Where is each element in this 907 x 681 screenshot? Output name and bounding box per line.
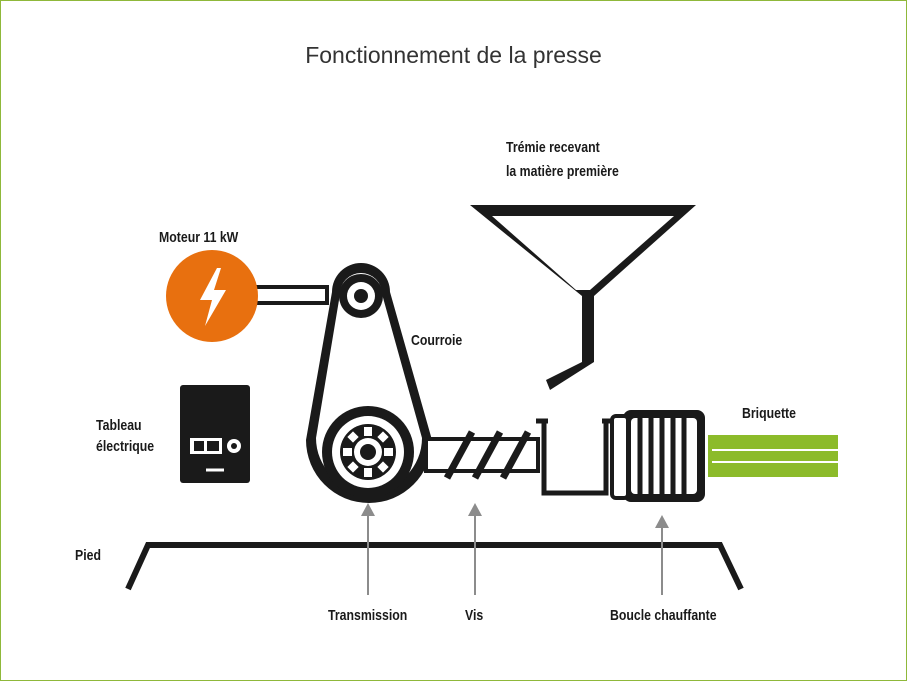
belt-label: Courroie	[411, 332, 463, 349]
diagram-title: Fonctionnement de la presse	[305, 42, 602, 68]
motor-shaft	[253, 285, 329, 305]
motor-label: Moteur 11 kW	[159, 229, 239, 246]
stand-foot	[125, 542, 744, 591]
foot-label: Pied	[75, 547, 101, 564]
pointer-arrows	[361, 503, 669, 595]
transmission-label: Transmission	[328, 607, 408, 624]
screw	[424, 430, 540, 480]
barrel	[536, 418, 614, 496]
electrical-panel-icon	[180, 385, 250, 483]
hopper-label-line1: Trémie recevant	[506, 139, 600, 156]
motor	[166, 250, 329, 342]
panel-label-line2: électrique	[96, 438, 155, 455]
lightning-bolt-icon	[200, 268, 226, 326]
heating-coil-label: Boucle chauffante	[610, 607, 717, 624]
screw-label: Vis	[465, 607, 484, 624]
belt-drive	[306, 263, 432, 503]
briquette	[708, 435, 838, 477]
hopper-label-line2: la matière première	[506, 163, 619, 180]
panel-label-line1: Tableau	[96, 417, 142, 434]
hopper	[470, 205, 696, 390]
heating-coil	[610, 410, 705, 502]
briquette-label: Briquette	[742, 405, 796, 422]
